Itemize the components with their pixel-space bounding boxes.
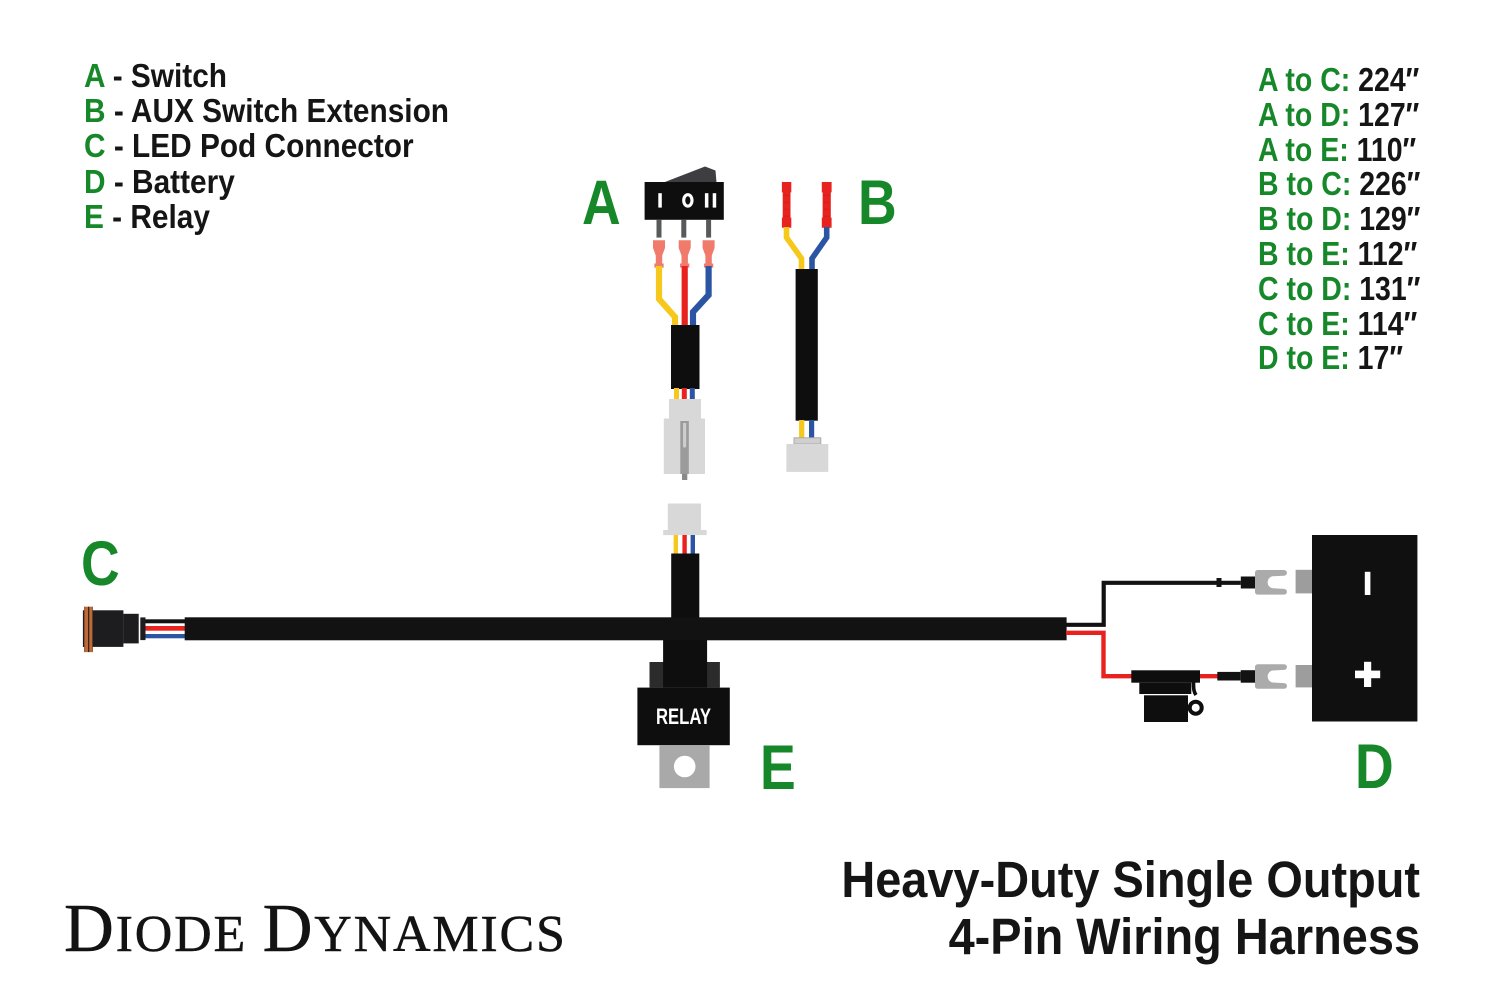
svg-text:RELAY: RELAY — [656, 704, 711, 729]
